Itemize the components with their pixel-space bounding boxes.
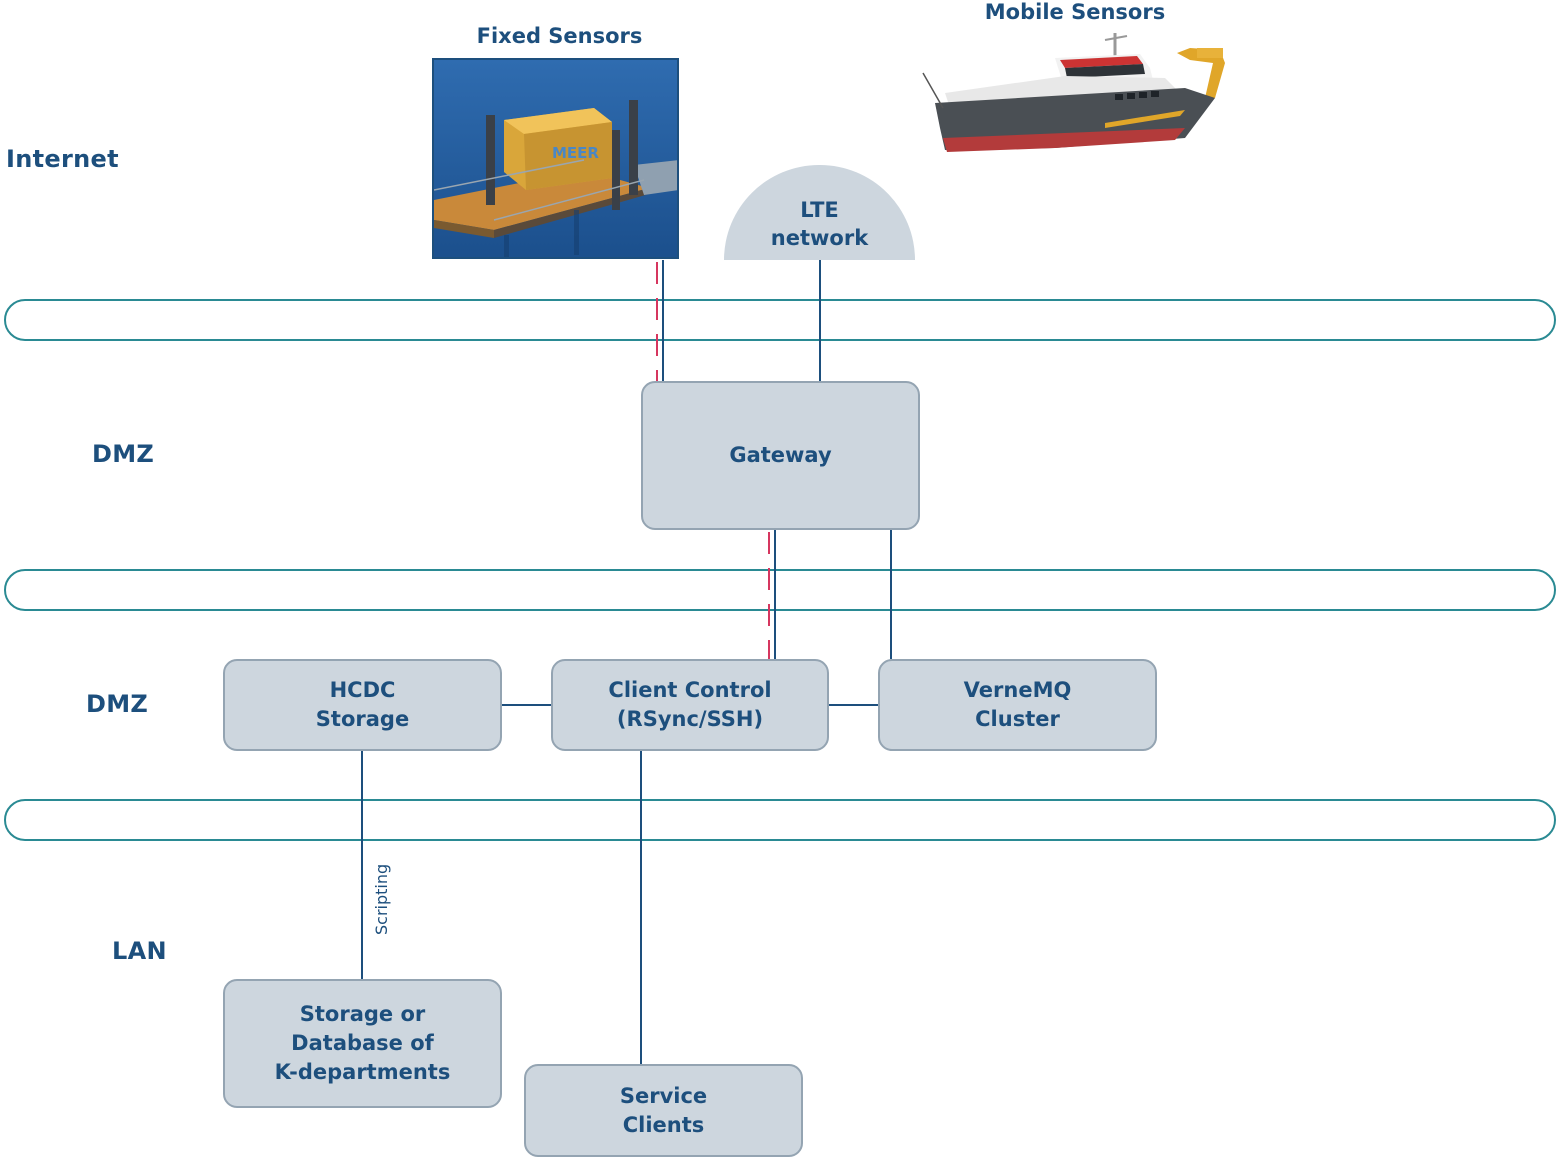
zone-label-internet: Internet bbox=[6, 145, 119, 173]
research-vessel-image bbox=[922, 33, 1225, 152]
zone-label-lan: LAN bbox=[112, 937, 167, 965]
firewall-band-dmz-dmz bbox=[4, 569, 1556, 611]
mobile-sensors-heading: Mobile Sensors bbox=[984, 0, 1166, 24]
service-clients-node: Service Clients bbox=[524, 1064, 803, 1157]
lte-network-label: LTE network bbox=[770, 197, 869, 250]
zone-label-dmz-upper: DMZ bbox=[92, 440, 155, 468]
zone-label-dmz-lower: DMZ bbox=[86, 690, 149, 718]
vernemq-cluster-label: VerneMQ Cluster bbox=[963, 678, 1072, 731]
k-departments-storage-label: Storage or Database of K-departments bbox=[274, 1002, 451, 1084]
service-clients-label: Service Clients bbox=[619, 1083, 708, 1137]
vernemq-cluster-node: VerneMQ Cluster bbox=[878, 659, 1157, 751]
k-departments-storage-node: Storage or Database of K-departments bbox=[223, 979, 502, 1108]
hcdc-storage-node: HCDC Storage bbox=[223, 659, 502, 751]
svg-text:MEER: MEER bbox=[552, 144, 599, 162]
gateway-label: Gateway bbox=[729, 443, 832, 467]
firewall-band-internet-dmz bbox=[4, 299, 1556, 341]
firewall-band-dmz-lan bbox=[4, 799, 1556, 841]
scripting-edge-label: Scripting bbox=[372, 863, 391, 935]
gateway-node: Gateway bbox=[641, 381, 920, 530]
hcdc-storage-label: HCDC Storage bbox=[315, 678, 410, 731]
client-control-node: Client Control (RSync/SSH) bbox=[551, 659, 829, 751]
fixed-sensor-platform-image: MEER bbox=[432, 58, 679, 259]
fixed-sensors-heading: Fixed Sensors bbox=[476, 24, 643, 48]
client-control-label: Client Control (RSync/SSH) bbox=[608, 678, 772, 731]
